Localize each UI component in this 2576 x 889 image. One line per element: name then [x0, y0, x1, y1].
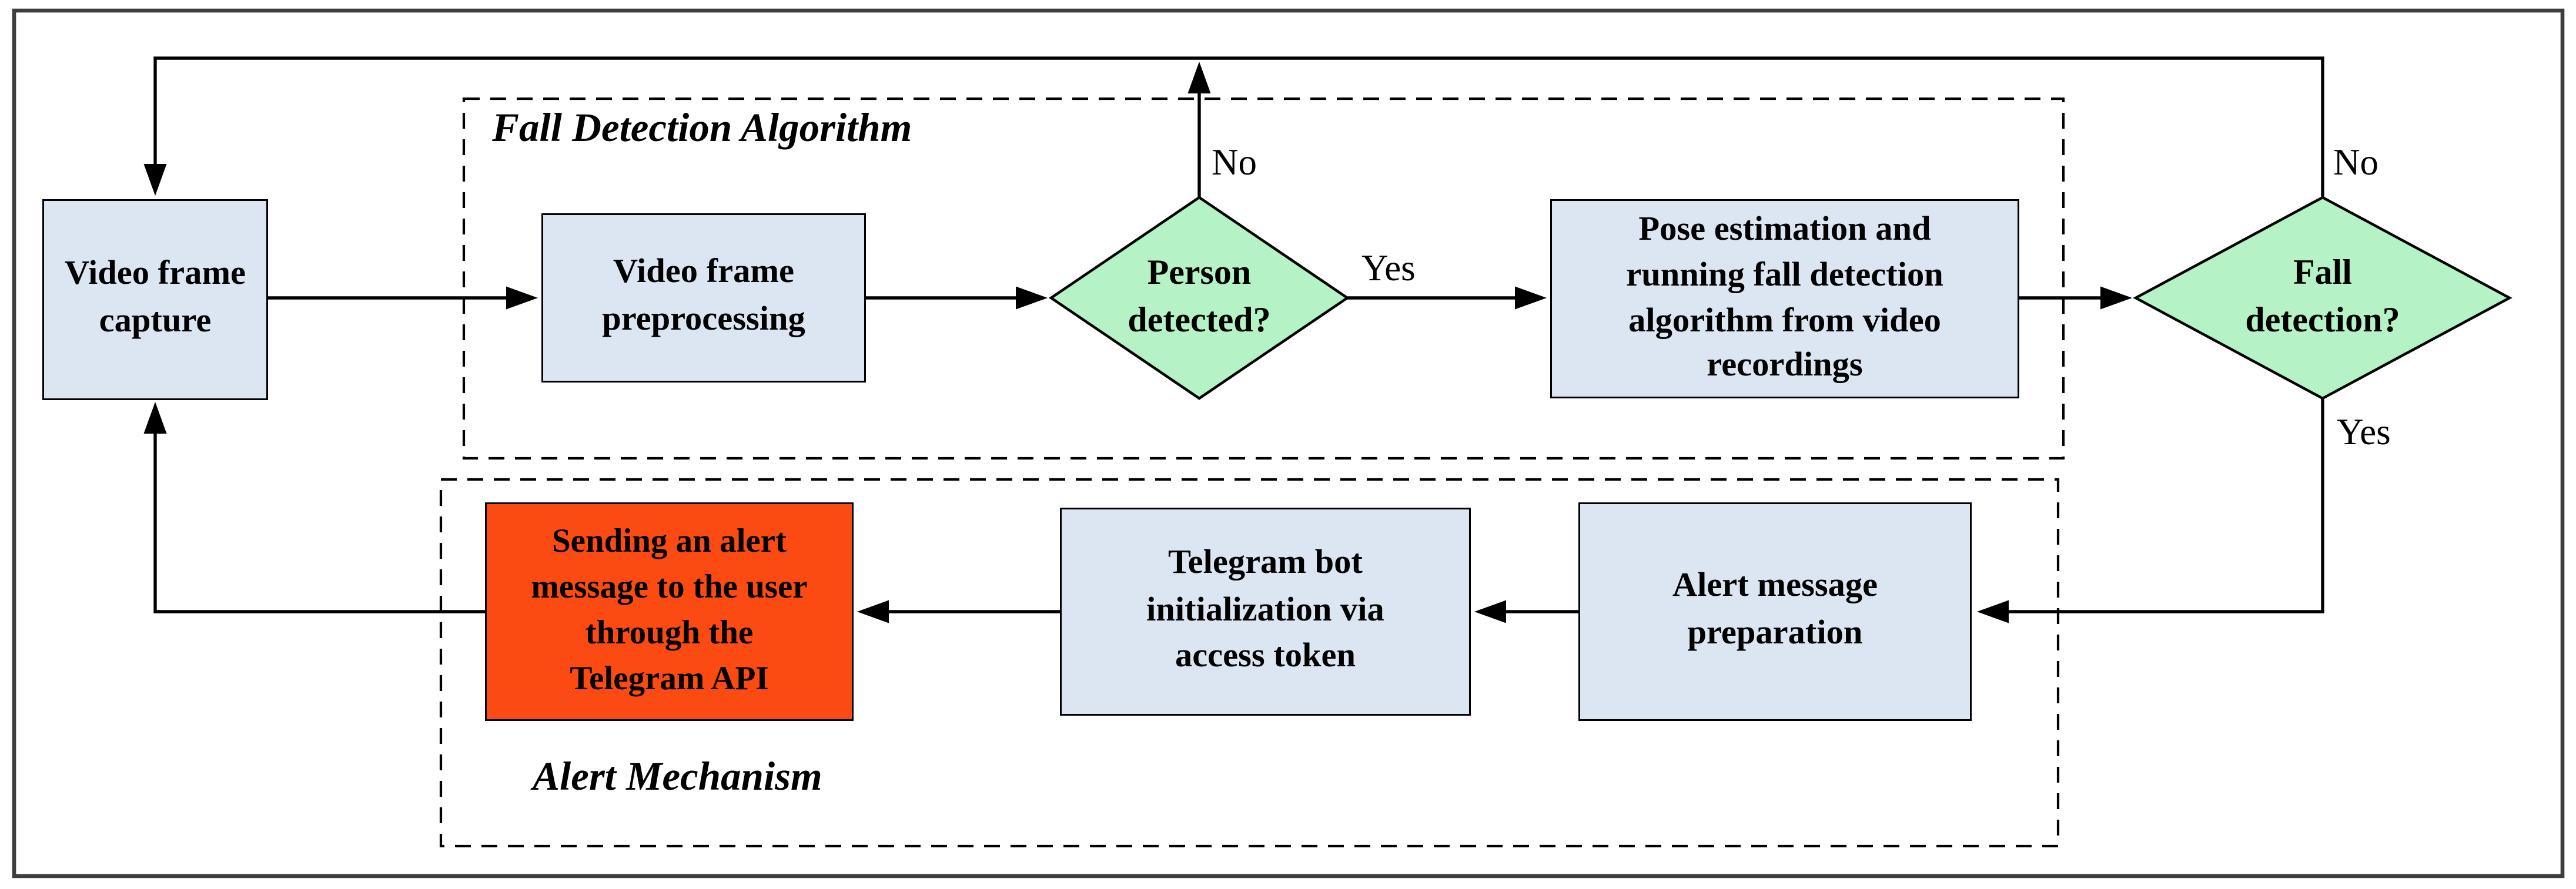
alert-preparation-node: Alert message preparation [1578, 502, 1972, 721]
person-detected-diamond [1048, 196, 1350, 400]
arrowhead-person-no-up [1187, 62, 1211, 93]
pose-estimation-node: Pose estimation and running fall detecti… [1550, 199, 2019, 398]
arrowhead-into-alert-preparation [1977, 600, 2009, 623]
arrowhead-into-video-capture-bottom [143, 402, 167, 434]
arrowhead-into-send-alert [857, 600, 889, 623]
arrowhead-into-preprocessing [506, 286, 538, 310]
arrowhead-into-fall-decision [2100, 286, 2132, 310]
fall-detection-container-title: Fall Detection Algorithm [492, 106, 912, 150]
preprocessing-node: Video frame preprocessing [541, 213, 866, 383]
send-alert-node: Sending an alert message to the user thr… [485, 502, 854, 721]
edge-no-feedback-loop [153, 56, 2324, 197]
arrowhead-into-telegram-bot [1474, 600, 1506, 623]
fall-yes-label: Yes [2337, 411, 2391, 453]
alert-mechanism-container-title: Alert Mechanism [533, 754, 822, 799]
person-yes-label: Yes [1361, 247, 1416, 289]
edge-send-alert-loop-to-video [153, 434, 485, 613]
arrowhead-into-pose-estimation [1515, 286, 1547, 310]
alert-mechanism-container [439, 478, 2060, 848]
arrowhead-into-video-capture-top [143, 164, 167, 196]
person-no-label: No [1212, 141, 1257, 183]
fall-detection-diamond [2133, 196, 2513, 400]
video-capture-node: Video frame capture [42, 199, 268, 400]
telegram-bot-node: Telegram bot initialization via access t… [1060, 508, 1471, 716]
figure-frame [12, 8, 2565, 878]
fall-no-label: No [2333, 141, 2379, 183]
edge-fall-yes-to-alert-preparation [2009, 398, 2324, 613]
arrowhead-into-person-decision [1016, 286, 1048, 310]
fall-detection-container [462, 97, 2065, 460]
